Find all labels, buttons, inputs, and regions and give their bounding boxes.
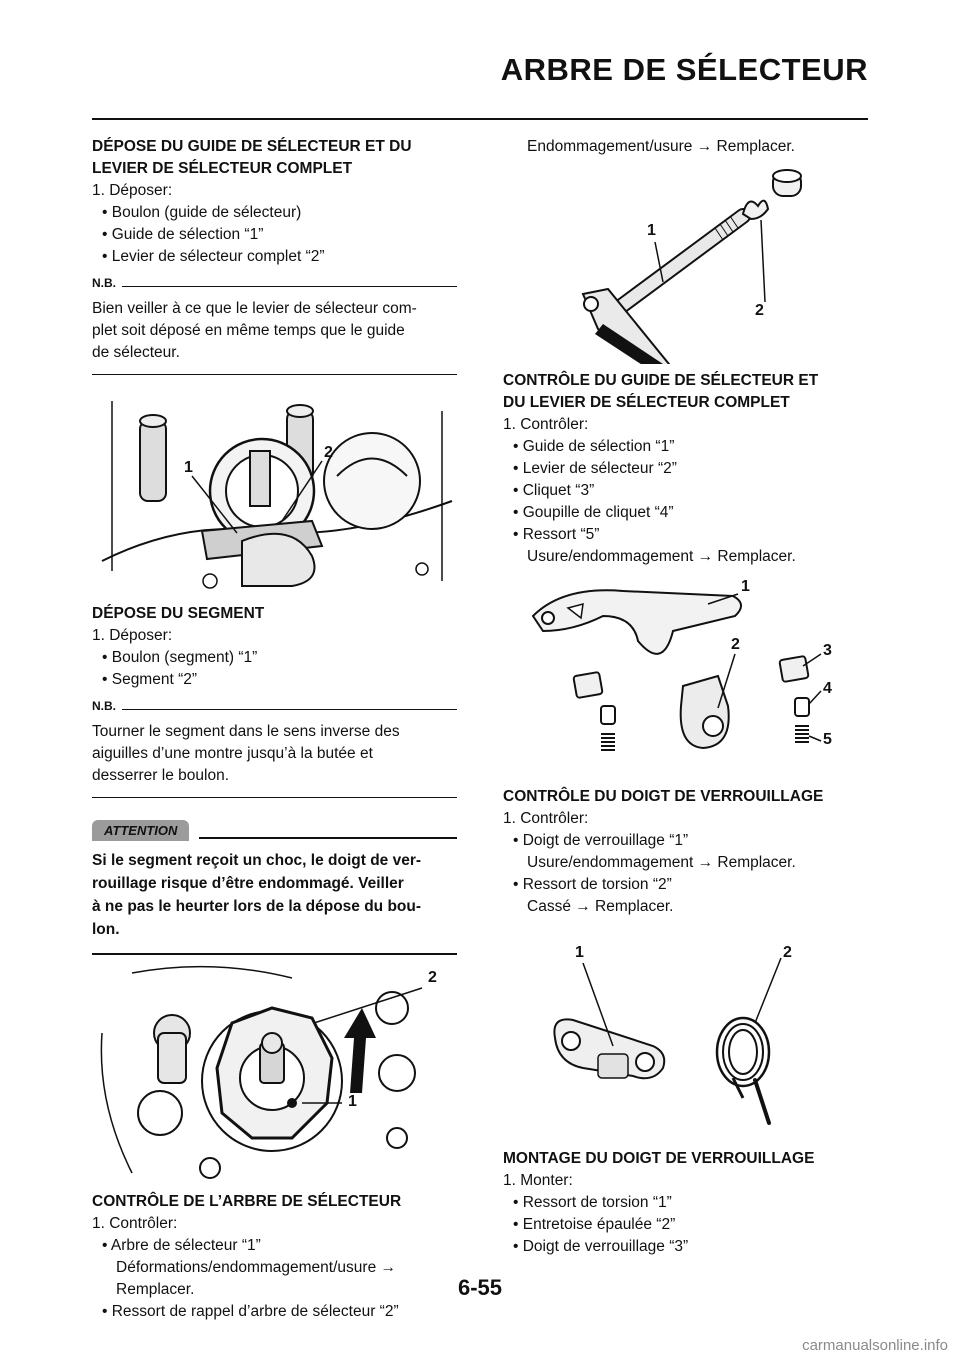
bullet-detail: Usure/endommagement → Remplacer.	[527, 548, 796, 565]
bullet: • Ressort “5”	[513, 526, 600, 543]
callout-4: 4	[823, 680, 832, 697]
note-text: Tourner le segment dans le sens inverse …	[92, 723, 400, 740]
note-text: aiguilles d’une montre jusqu’à la butée …	[92, 745, 373, 762]
page-number: 6-55	[457, 1275, 503, 1300]
bullet-detail: Cassé → Remplacer.	[527, 898, 674, 915]
figure-stopper-lever: 1 2	[503, 928, 868, 1146]
bullet-detail: Endommagement/usure → Remplacer.	[527, 138, 795, 155]
divider	[122, 709, 457, 710]
nb-label: N.B.	[92, 276, 116, 290]
bullet: • Doigt de verrouillage “3”	[513, 1238, 689, 1255]
nb-header: N.B.	[92, 276, 457, 290]
bullet: • Ressort de torsion “2”	[513, 876, 672, 893]
left-column: DÉPOSE DU GUIDE DE SÉLECTEUR ET DU LEVIE…	[92, 128, 457, 1323]
callout-1: 1	[348, 1093, 357, 1110]
section-heading: DU LEVIER DE SÉLECTEUR COMPLET	[503, 394, 790, 411]
section-heading: DÉPOSE DU GUIDE DE SÉLECTEUR ET DU	[92, 138, 412, 155]
section-heading: MONTAGE DU DOIGT DE VERROUILLAGE	[503, 1150, 815, 1167]
callout-2: 2	[428, 969, 437, 986]
watermark: carmanualsonline.info	[802, 1337, 948, 1354]
attention-header: ATTENTION	[92, 820, 457, 841]
section-heading: CONTRÔLE DU GUIDE DE SÉLECTEUR ET	[503, 372, 819, 389]
callout-1: 1	[647, 222, 656, 239]
attention-badge: ATTENTION	[92, 820, 190, 841]
bullet: • Levier de sélecteur “2”	[513, 460, 677, 477]
bullet: • Ressort de rappel d’arbre de sélecteur…	[102, 1303, 399, 1320]
bullet: • Segment “2”	[102, 671, 198, 688]
bullet: • Guide de sélection “1”	[513, 438, 675, 455]
bullet-detail: Usure/endommagement → Remplacer.	[527, 854, 796, 871]
section-heading: DÉPOSE DU SEGMENT	[92, 605, 265, 622]
attention-text: rouillage risque d’être endommagé. Veill…	[92, 875, 404, 892]
section-heading: CONTRÔLE DE L’ARBRE DE SÉLECTEUR	[92, 1193, 402, 1210]
divider	[92, 797, 457, 798]
step-text: 1. Monter:	[503, 1172, 573, 1189]
note-text: desserrer le boulon.	[92, 767, 229, 784]
bullet: • Goupille de cliquet “4”	[513, 504, 674, 521]
bullet: • Arbre de sélecteur “1”	[102, 1237, 261, 1254]
callout-2: 2	[731, 636, 740, 653]
section-heading: LEVIER DE SÉLECTEUR COMPLET	[92, 160, 353, 177]
callout-2: 2	[783, 944, 792, 961]
bullet-detail: Remplacer.	[116, 1281, 195, 1298]
bullet: • Guide de sélection “1”	[102, 226, 264, 243]
step-text: 1. Déposer:	[92, 182, 173, 199]
figure-guide-lever-parts: 1 2 3 4 5	[503, 576, 868, 782]
callout-3: 3	[823, 642, 832, 659]
nb-header: N.B.	[92, 699, 457, 713]
figure-segment-removal: 2 1	[92, 963, 457, 1185]
bullet: • Cliquet “3”	[513, 482, 595, 499]
bullet: • Levier de sélecteur complet “2”	[102, 248, 325, 265]
bullet: • Doigt de verrouillage “1”	[513, 832, 689, 849]
attention-text: à ne pas le heurter lors de la dépose du…	[92, 898, 422, 915]
bullet: • Boulon (segment) “1”	[102, 649, 258, 666]
step-text: 1. Déposer:	[92, 627, 173, 644]
figure-guide-removal: 1 2	[92, 381, 457, 591]
page-title: ARBRE DE SÉLECTEUR	[500, 52, 868, 87]
section-heading: CONTRÔLE DU DOIGT DE VERROUILLAGE	[503, 788, 824, 805]
note-text: plet soit déposé en même temps que le gu…	[92, 322, 405, 339]
callout-1: 1	[575, 944, 584, 961]
divider	[122, 286, 457, 287]
callout-2: 2	[324, 444, 333, 461]
header-rule	[92, 118, 868, 120]
bullet: • Entretoise épaulée “2”	[513, 1216, 676, 1233]
attention-text: Si le segment reçoit un choc, le doigt d…	[92, 852, 422, 869]
right-column: Endommagement/usure → Remplacer. 1 2 CON…	[503, 128, 868, 1258]
divider	[92, 953, 457, 955]
step-text: 1. Contrôler:	[92, 1215, 178, 1232]
step-text: 1. Contrôler:	[503, 416, 589, 433]
divider	[92, 374, 457, 375]
callout-2: 2	[755, 302, 764, 319]
bullet: • Boulon (guide de sélecteur)	[102, 204, 302, 221]
step-text: 1. Contrôler:	[503, 810, 589, 827]
note-text: Bien veiller à ce que le levier de sélec…	[92, 300, 417, 317]
bullet-detail: Déformations/endommagement/usure →	[116, 1259, 396, 1276]
figure-shift-shaft: 1 2	[503, 164, 868, 364]
callout-1: 1	[741, 578, 750, 595]
bullet: • Ressort de torsion “1”	[513, 1194, 672, 1211]
callout-5: 5	[823, 731, 832, 748]
callout-1: 1	[184, 459, 193, 476]
note-text: de sélecteur.	[92, 344, 180, 361]
nb-label: N.B.	[92, 699, 116, 713]
divider	[199, 836, 457, 839]
attention-text: lon.	[92, 921, 120, 938]
